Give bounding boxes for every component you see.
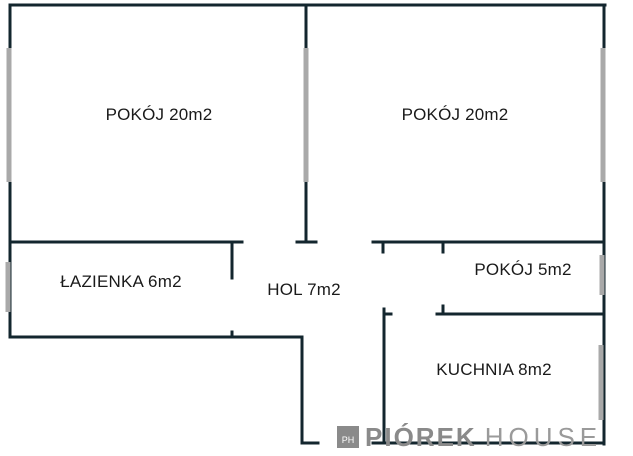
watermark-brand-bold: PIÓREK xyxy=(365,421,477,452)
room-label-pokoj-2: POKÓJ 20m2 xyxy=(401,105,509,124)
room-label-pokoj-1: POKÓJ 20m2 xyxy=(105,105,213,124)
windows xyxy=(5,48,606,420)
room-label-kuchnia: KUCHNIA 8m2 xyxy=(436,360,552,379)
room-label-lazienka: ŁAZIENKA 6m2 xyxy=(60,272,182,291)
room-label-pokoj-3: POKÓJ 5m2 xyxy=(474,260,572,279)
house-logo-icon: PH xyxy=(337,426,359,448)
watermark-logo: PH PIÓREK HOUSE xyxy=(337,421,603,452)
room-label-hol: HOL 7m2 xyxy=(267,280,341,299)
watermark-brand-light: HOUSE xyxy=(484,421,603,452)
